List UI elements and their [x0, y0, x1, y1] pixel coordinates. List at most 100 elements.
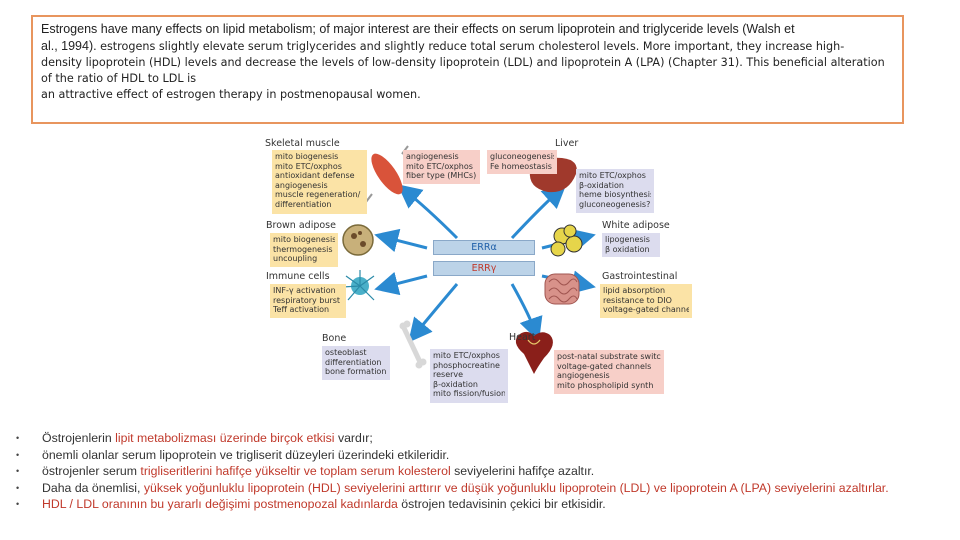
effect-item: mito biogenesis — [273, 235, 335, 244]
section-label: Immune cells — [266, 271, 330, 282]
effect-item: β oxidation — [605, 244, 650, 254]
effect-item: mito ETC/oxphos — [275, 161, 342, 171]
bone-illustration — [399, 320, 427, 369]
bullet-text: Östrojenlerin — [42, 431, 116, 445]
abstract-line: of the ratio of HDL to LDL is — [41, 72, 197, 85]
effect-item: mito biogenesis — [275, 152, 339, 161]
arrow — [374, 271, 428, 296]
highlighted-text: HDL / LDL oranının bu yararlı değişimi p… — [42, 497, 398, 511]
err-gamma-label: ERRγ — [433, 261, 535, 276]
bullet-dot: • — [16, 433, 20, 443]
abstract-line: density lipoprotein (HDL) levels and dec… — [41, 56, 885, 69]
effect-item: post-natal substrate switch — [557, 352, 661, 361]
figure-artwork — [341, 145, 596, 374]
effect-item: gluconeogenesis? — [579, 199, 651, 209]
effect-item: gluconeogenesis — [490, 152, 554, 161]
err-receptors: ERRα ERRγ — [433, 240, 535, 278]
effect-item: β-oxidation — [579, 180, 624, 190]
abstract-line: an attractive effect of estrogen therapy… — [41, 88, 421, 101]
muscle-illustration — [365, 145, 409, 203]
arrow — [374, 228, 428, 253]
section-label: Heart — [509, 332, 536, 343]
arrow — [510, 183, 567, 240]
immune-cell-illustration — [341, 270, 375, 301]
effect-item: Fe homeostasis — [490, 161, 552, 171]
bullet-item: • östrojenler serum trigliseritlerini ha… — [16, 463, 956, 480]
effect-item: differentiation — [275, 199, 332, 209]
section-label: White adipose — [602, 220, 670, 231]
effect-item: fiber type (MHCs) — [406, 171, 477, 181]
effect-item: lipogenesis — [605, 235, 650, 244]
effect-item: mito ETC/oxphos — [433, 351, 500, 360]
effect-item: Teff activation — [273, 305, 330, 315]
arrow — [408, 283, 459, 343]
effect-item: phosphocreatine — [433, 360, 500, 370]
effect-item: heme biosynthesis — [579, 190, 651, 200]
citation-text: al., 1994). — [41, 39, 101, 53]
effect-item: thermogenesis — [273, 244, 333, 254]
bullet-text: vardır; — [334, 431, 373, 445]
effect-item: mito ETC/oxphos — [406, 161, 473, 171]
effect-item: mito fission/fusion — [433, 389, 505, 399]
section-label: Bone — [322, 333, 347, 344]
highlighted-text: yüksek yoğunluklu lipoprotein (HDL) sevi… — [143, 480, 889, 495]
effect-item: β-oxidation — [433, 379, 478, 389]
effect-item: lipid absorption — [603, 286, 666, 295]
gut-illustration — [544, 273, 580, 305]
err-alpha-label: ERRα — [433, 240, 535, 255]
effect-item: respiratory burst — [273, 295, 341, 305]
effect-item: muscle regeneration/ — [275, 190, 361, 200]
bullet-text: Daha da önemlisi, — [42, 480, 144, 495]
effect-item: mito ETC/oxphos — [579, 171, 646, 180]
section-label: Liver — [555, 138, 579, 149]
effect-item: mito phospholipid synth — [557, 380, 654, 390]
bullet-item: • önemli olanlar serum lipoprotein ve tri… — [16, 447, 956, 464]
effect-item: differentiation — [325, 357, 382, 367]
err-tissue-figure: Skeletal muscle Liver Brown adipose Whit… — [262, 136, 702, 403]
bullet-text: östrojenler serum — [42, 464, 141, 478]
bullet-text: seviyelerini hafifçe azaltır. — [450, 464, 595, 478]
white-adipose-illustration — [550, 224, 583, 257]
bullet-text: önemli olanlar serum lipoprotein ve trig… — [42, 447, 450, 462]
bullet-text: östrojen tedavisinin çekici bir etkisidi… — [397, 497, 606, 511]
effect-item: uncoupling — [273, 254, 318, 264]
abstract-box: Estrogens have many effects on lipid met… — [31, 15, 904, 124]
section-label: Brown adipose — [266, 220, 336, 231]
bullet-dot: • — [16, 466, 20, 476]
effect-item: bone formation — [325, 367, 387, 377]
section-label: Gastrointestinal — [602, 271, 678, 282]
bullet-dot: • — [16, 449, 20, 460]
section-label: Skeletal muscle — [265, 138, 340, 149]
abstract-line: al., 1994). estrogens slightly elevate s… — [41, 38, 894, 55]
bullet-item: • HDL / LDL oranının bu yararlı değişimi … — [16, 496, 956, 513]
bullet-item: • Östrojenlerin lipit metabolizması üzeri… — [16, 430, 956, 447]
effect-item: angiogenesis — [406, 152, 459, 161]
abstract-text: estrogens slightly elevate serum triglyc… — [100, 40, 845, 53]
effect-item: INF-γ activation — [273, 286, 336, 295]
brown-adipose-illustration — [342, 224, 374, 256]
effect-item: voltage-gated channels — [603, 305, 689, 315]
effect-item: angiogenesis — [557, 371, 610, 381]
effect-item: angiogenesis — [275, 180, 328, 190]
effect-item: antioxidant defense — [275, 171, 355, 181]
effect-item: resistance to DIO — [603, 295, 672, 305]
effect-item: osteoblast — [325, 348, 367, 357]
highlighted-text: trigliseritlerini hafifçe yükseltir ve t… — [140, 464, 451, 478]
highlighted-text: lipit metabolizması üzerinde birçok etki… — [115, 431, 335, 445]
heart-illustration — [515, 331, 553, 374]
arrow — [510, 283, 543, 342]
arrow — [397, 184, 459, 240]
abstract-line: Estrogens have many effects on lipid met… — [41, 22, 795, 36]
bullet-item: •Daha da önemlisi, yüksek yoğunluklu lip… — [16, 480, 956, 497]
bullet-dot: • — [16, 499, 20, 509]
